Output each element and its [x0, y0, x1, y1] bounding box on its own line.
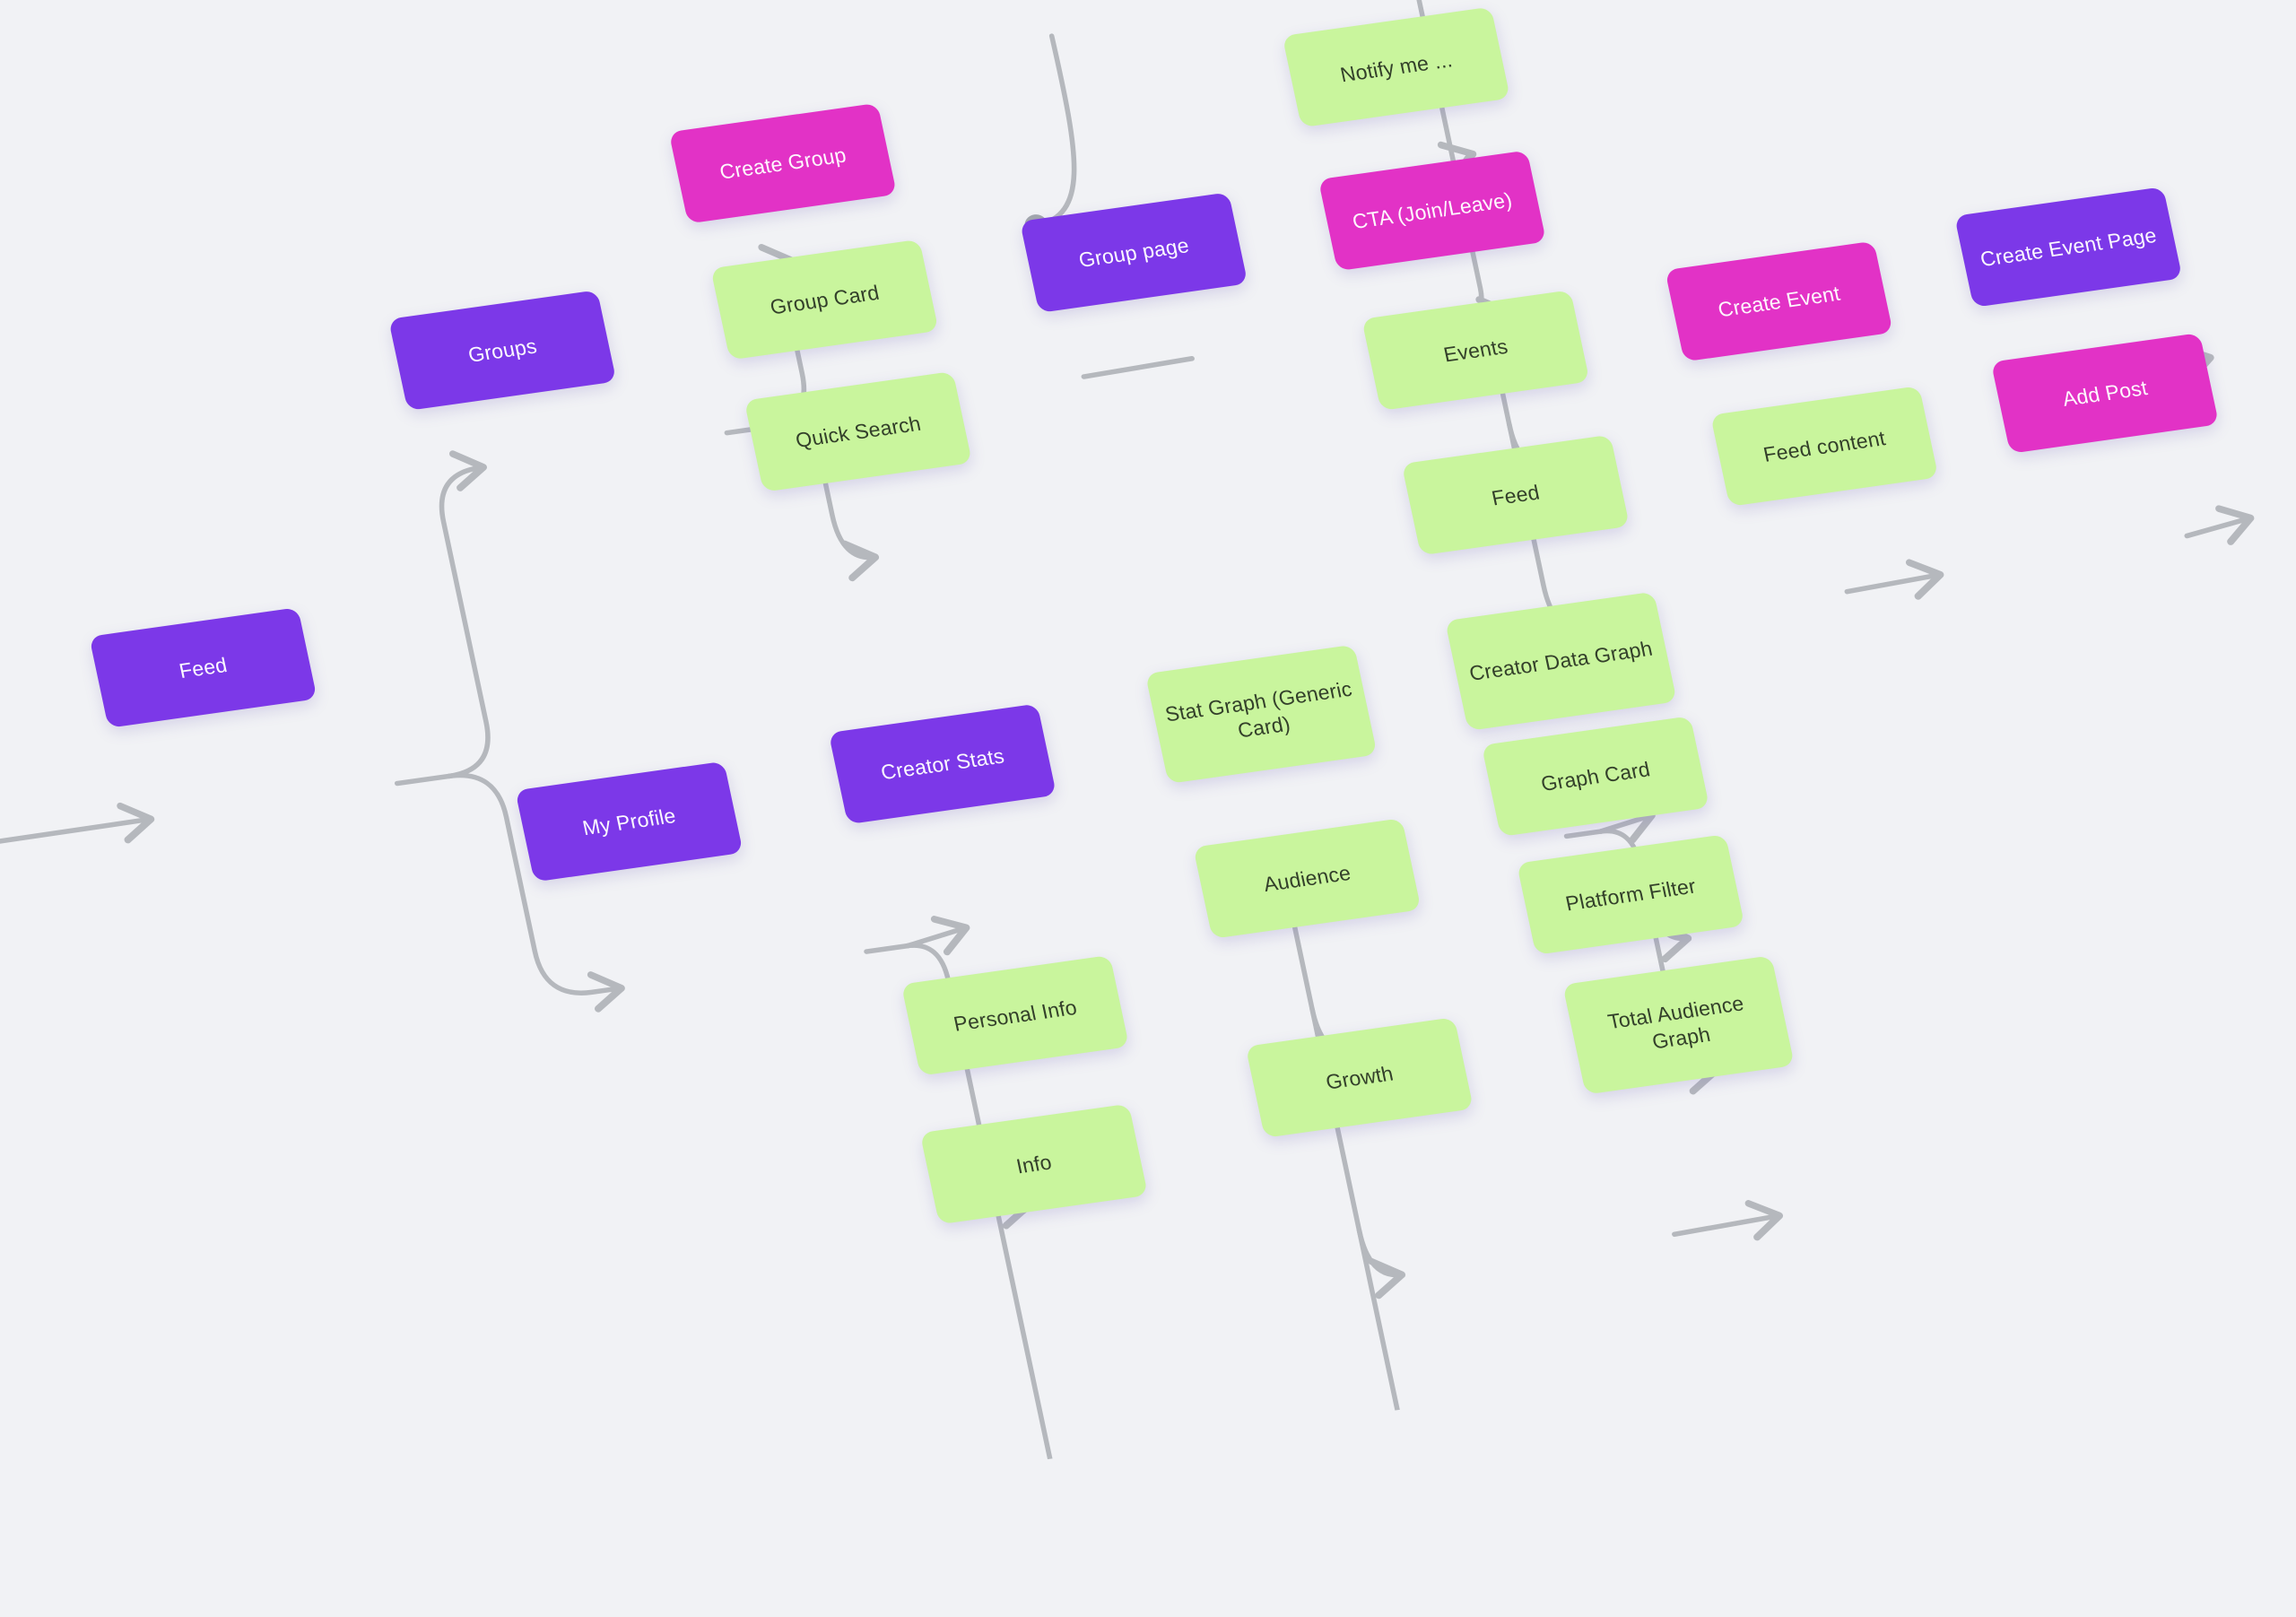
edge-group-card-to-group-page [1081, 356, 1195, 379]
node-creator-stats[interactable]: Creator Stats [828, 703, 1057, 825]
node-label: Add Post [2060, 376, 2150, 411]
node-label: Create Group [717, 143, 848, 184]
edge-creator-stats-down-trunk [1249, 881, 1405, 1430]
node-label: Feed content [1761, 426, 1888, 466]
node-events[interactable]: Events [1361, 290, 1590, 411]
edge-create-group-offscreen-top [1034, 33, 1077, 230]
edge-growth-to-total-audience [1672, 1200, 1784, 1241]
node-label: Notify me ... [1338, 48, 1455, 87]
node-label: Creator Data Graph [1466, 637, 1655, 686]
node-feed-main[interactable]: Feed [89, 607, 317, 728]
node-add-post[interactable]: Add Post [1990, 333, 2220, 454]
edge-feed-to-groups [439, 450, 491, 779]
node-quick-search[interactable]: Quick Search [744, 370, 973, 492]
node-label: My Profile [580, 804, 678, 840]
node-label: Group Card [768, 280, 882, 319]
flowchart-canvas: Feed Groups Create Group Group Card Quic… [0, 0, 2255, 1480]
edge-stat-graph-trunk [1563, 829, 1604, 839]
node-groups[interactable]: Groups [388, 290, 617, 411]
node-label: Audience [1261, 860, 1353, 897]
node-total-audience-graph[interactable]: Total Audience Graph [1562, 955, 1795, 1095]
node-creator-data-graph[interactable]: Creator Data Graph [1445, 591, 1677, 731]
node-label: Platform Filter [1563, 874, 1699, 916]
node-label: Feed [1489, 480, 1542, 510]
node-personal-info[interactable]: Personal Info [900, 954, 1130, 1076]
node-platform-filter[interactable]: Platform Filter [1516, 834, 1745, 955]
node-feed-sub[interactable]: Feed [1401, 434, 1631, 556]
node-feed-content[interactable]: Feed content [1710, 386, 1939, 507]
edge-feed-trunk [394, 773, 452, 787]
node-label: Feed [177, 653, 230, 682]
node-stat-graph[interactable]: Stat Graph (Generic Card) [1144, 644, 1378, 784]
node-label: Groups [465, 334, 539, 367]
node-create-group[interactable]: Create Group [668, 102, 898, 224]
node-audience[interactable]: Audience [1193, 818, 1422, 939]
node-label: Creator Stats [878, 743, 1006, 785]
node-graph-card[interactable]: Graph Card [1481, 716, 1710, 837]
node-label: Create Event [1716, 281, 1842, 322]
edge-my-profile-to-creator-stats [905, 916, 970, 956]
edge-feed-content-to-add-post [2184, 505, 2255, 545]
node-create-event[interactable]: Create Event [1665, 240, 1893, 362]
edge-entry-to-feed [0, 802, 155, 846]
node-label: CTA (Join/Leave) [1350, 187, 1515, 234]
node-cta-join-leave[interactable]: CTA (Join/Leave) [1318, 150, 1547, 272]
node-notify-me[interactable]: Notify me ... [1282, 6, 1511, 128]
node-label: Personal Info [951, 995, 1080, 1036]
node-label: Stat Graph (Generic Card) [1162, 677, 1354, 742]
node-my-profile[interactable]: My Profile [515, 761, 744, 882]
edge-my-profile-trunk [864, 943, 910, 954]
node-label: Group page [1076, 233, 1192, 272]
node-label: Quick Search [793, 411, 924, 452]
node-create-event-page[interactable]: Create Event Page [1954, 187, 2183, 308]
node-label: Create Event Page [1978, 222, 2159, 272]
node-label: Total Audience Graph [1605, 991, 1746, 1053]
node-partial-info[interactable]: Info [919, 1103, 1149, 1225]
node-label: Info [1013, 1150, 1054, 1178]
node-group-page[interactable]: Group page [1020, 192, 1248, 313]
node-label: Graph Card [1538, 757, 1653, 795]
edge-creator-stats-to-growth [1356, 1228, 1406, 1300]
node-growth[interactable]: Growth [1245, 1017, 1474, 1138]
node-label: Events [1441, 334, 1510, 367]
edge-feed-to-feed-content [1844, 559, 1944, 600]
node-label: Growth [1323, 1061, 1396, 1094]
node-group-card[interactable]: Group Card [710, 239, 939, 361]
